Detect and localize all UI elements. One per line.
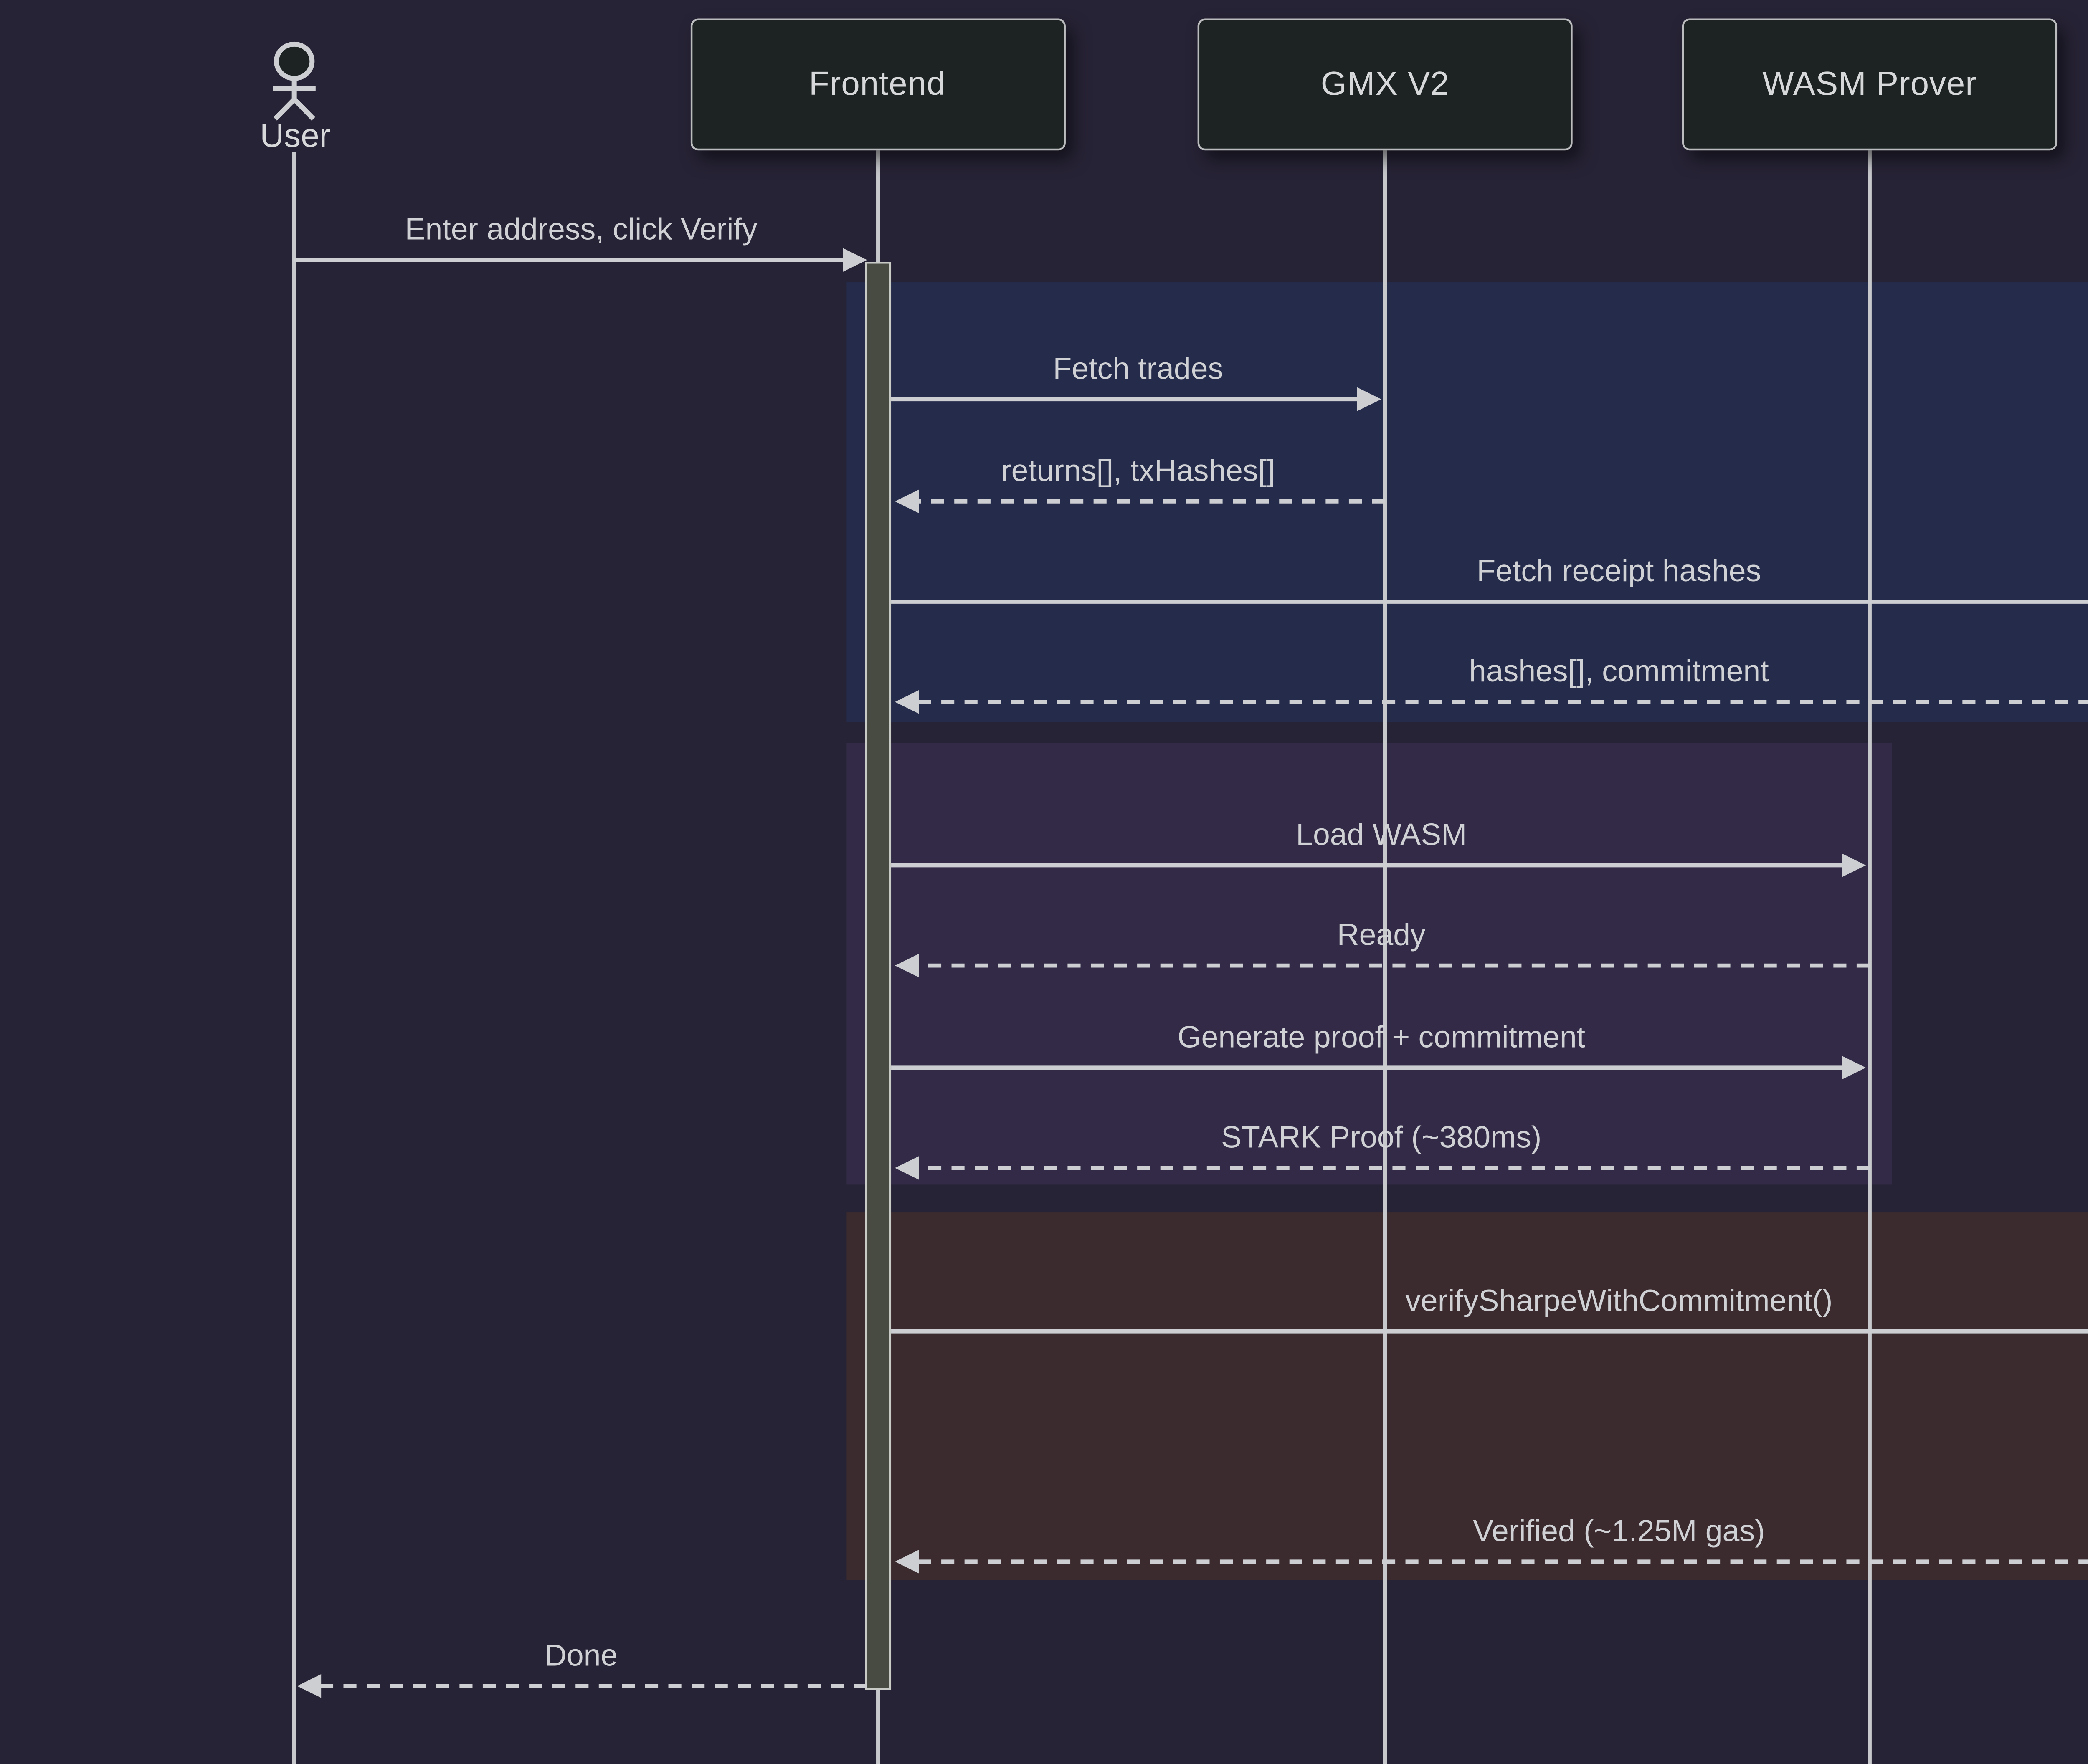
message-label-hashes-commitment: hashes[], commitment [1469,653,1769,691]
actor-frontend-label: Frontend [809,65,945,104]
actor-wasm-prover: WASM Prover [1682,18,2057,150]
actor-gmx-v2-label: GMX V2 [1321,65,1449,104]
message-label-fetch-receipt-hashes: Fetch receipt hashes [1477,553,1761,590]
actor-frontend: Frontend [690,18,1065,150]
message-label-enter-address: Enter address, click Verify [405,212,758,249]
message-label-returns-txhashes: returns[], txHashes[] [1001,453,1275,490]
message-label-load-wasm: Load WASM [1296,817,1467,854]
message-label-fetch-trades: Fetch trades [1053,351,1223,388]
message-label-verify-sharpe: verifySharpeWithCommitment() [1405,1283,1832,1320]
actor-gmx-v2: GMX V2 [1198,18,1573,150]
message-label-stark-proof: STARK Proof (~380ms) [1221,1120,1541,1157]
phase-band-proving [846,743,1892,1184]
actor-wasm-prover-label: WASM Prover [1762,65,1977,104]
message-label-verified-gas: Verified (~1.25M gas) [1473,1513,1765,1551]
activation-bar-frontend [866,262,891,1690]
message-arrow-1 [294,248,867,272]
phase-band-data-fetch [846,281,2088,722]
user-actor-icon [273,44,316,119]
message-label-done: Done [545,1638,618,1675]
message-arrow-12 [297,1674,867,1698]
phase-band-verification [846,1212,2088,1580]
actor-user-label: User [260,117,330,156]
message-label-ready: Ready [1337,917,1426,954]
message-label-generate-proof: Generate proof + commitment [1177,1020,1585,1057]
